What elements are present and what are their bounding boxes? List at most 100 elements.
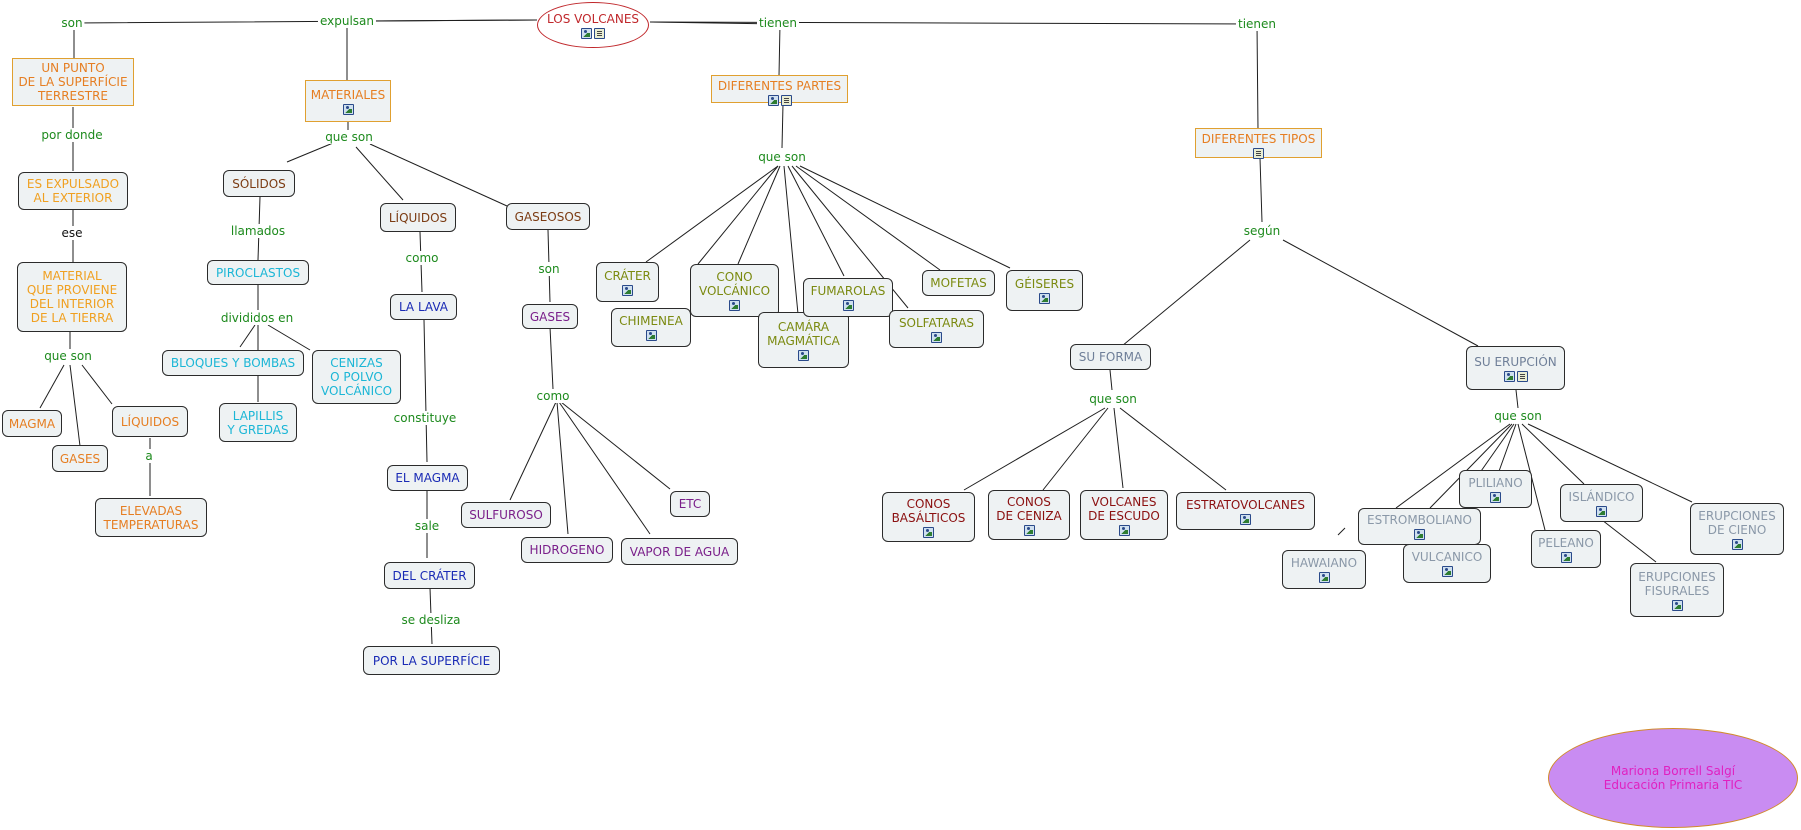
node-label: PLILIANO	[1468, 475, 1523, 490]
node-crater[interactable]: CRÁTER	[596, 262, 659, 302]
node-label: GASES	[59, 451, 101, 466]
node-camara[interactable]: CAMÁRA MAGMÁTICA	[758, 312, 849, 368]
node-label: MATERIAL QUE PROVIENE DEL INTERIOR DE LA…	[26, 269, 118, 325]
node-cono[interactable]: CONO VOLCÁNICO	[690, 264, 779, 317]
node-label: SÓLIDOS	[232, 176, 286, 191]
node-solfataras[interactable]: SOLFATARAS	[889, 310, 984, 348]
image-icon[interactable]	[342, 103, 354, 115]
node-partes[interactable]: DIFERENTES PARTES	[711, 75, 848, 106]
node-escudo[interactable]: VOLCANES DE ESCUDO	[1080, 490, 1168, 540]
node-gaseosos[interactable]: GASEOSOS	[506, 203, 590, 230]
node-tipos[interactable]: DIFERENTES TIPOS	[1195, 128, 1322, 159]
node-gases[interactable]: GASES	[522, 304, 578, 329]
node-expulsado[interactable]: ES EXPULSADO AL EXTERIOR	[18, 172, 128, 210]
node-lapillis[interactable]: LAPILLIS Y GREDAS	[219, 403, 297, 442]
node-magma[interactable]: MAGMA	[2, 410, 62, 437]
node-hawaiano[interactable]: HAWAIANO	[1282, 550, 1366, 589]
node-label: ERUPCIONES DE CIENO	[1698, 508, 1776, 537]
node-gases-l[interactable]: GASES	[52, 445, 108, 472]
node-fumarolas[interactable]: FUMAROLAS	[803, 278, 893, 317]
image-icon[interactable]	[1731, 538, 1743, 550]
link-que-son: que son	[323, 130, 375, 144]
node-lava[interactable]: LA LAVA	[390, 294, 457, 320]
node-label: PIROCLASTOS	[215, 265, 301, 280]
author-name: Mariona Borrell Salgí	[1610, 764, 1736, 778]
node-pliliano[interactable]: PLILIANO	[1459, 470, 1532, 508]
node-chimenea[interactable]: CHIMENEA	[611, 308, 691, 347]
node-material[interactable]: MATERIAL QUE PROVIENE DEL INTERIOR DE LA…	[17, 262, 127, 332]
link-divididos-en: divididos en	[218, 311, 296, 325]
node-estrato[interactable]: ESTRATOVOLCANES	[1176, 492, 1315, 530]
link-expulsan: expulsan	[317, 14, 377, 28]
node-fisurales[interactable]: ERUPCIONES FISURALES	[1630, 563, 1724, 617]
link-por-donde: por donde	[39, 128, 105, 142]
node-vapor[interactable]: VAPOR DE AGUA	[621, 538, 738, 565]
node-delcrater[interactable]: DEL CRÁTER	[384, 562, 475, 589]
node-vulcanico[interactable]: VULCANICO	[1403, 544, 1491, 583]
node-elmagma[interactable]: EL MAGMA	[387, 465, 468, 491]
image-icon[interactable]	[729, 300, 740, 311]
link-que-son: que son	[756, 150, 808, 164]
image-icon[interactable]	[798, 349, 809, 361]
image-icon[interactable]	[842, 300, 854, 311]
image-icon[interactable]	[931, 331, 942, 343]
link-que-son: que son	[1087, 392, 1139, 406]
node-peleano[interactable]: PELEANO	[1531, 530, 1601, 568]
image-icon[interactable]	[923, 526, 934, 538]
image-icon[interactable]	[1240, 513, 1251, 525]
image-icon[interactable]	[1560, 551, 1572, 563]
node-punto[interactable]: UN PUNTO DE LA SUPERFÍCIE TERRESTRE	[12, 58, 134, 106]
node-solidos[interactable]: SÓLIDOS	[223, 170, 295, 197]
image-icon[interactable]	[581, 27, 592, 39]
node-forma[interactable]: SU FORMA	[1070, 344, 1151, 370]
node-label: LÍQUIDOS	[120, 414, 180, 429]
node-elevadas[interactable]: ELEVADAS TEMPERATURAS	[95, 498, 207, 537]
node-label: DIFERENTES PARTES	[717, 79, 842, 93]
image-icon[interactable]	[1671, 599, 1683, 611]
node-hidrogeno[interactable]: HIDROGENO	[521, 537, 613, 563]
image-icon[interactable]	[1503, 370, 1515, 382]
root-node[interactable]: LOS VOLCANES	[537, 2, 649, 48]
node-mofetas[interactable]: MOFETAS	[922, 270, 995, 296]
node-erupcion[interactable]: SU ERUPCIÓN	[1466, 346, 1565, 390]
image-icon[interactable]	[1318, 572, 1330, 583]
link-se-desliza: se desliza	[399, 613, 463, 627]
node-piroclastos[interactable]: PIROCLASTOS	[207, 260, 309, 285]
image-icon[interactable]	[1039, 293, 1050, 304]
node-basalticos[interactable]: CONOS BASÁLTICOS	[882, 492, 975, 542]
node-bloques[interactable]: BLOQUES Y BOMBAS	[162, 350, 304, 376]
image-icon[interactable]	[1023, 524, 1035, 536]
image-icon[interactable]	[1414, 529, 1425, 540]
image-icon[interactable]	[767, 95, 779, 106]
node-geiseres[interactable]: GÉISERES	[1006, 270, 1083, 311]
node-ceniza[interactable]: CONOS DE CENIZA	[988, 490, 1070, 540]
node-label: ESTRATOVOLCANES	[1185, 497, 1306, 512]
node-label: HAWAIANO	[1290, 556, 1358, 570]
node-label: MATERIALES	[310, 87, 386, 102]
link-que-son: que son	[1492, 409, 1544, 423]
node-label: POR LA SUPERFÍCIE	[372, 653, 491, 668]
document-icon[interactable]	[1516, 370, 1528, 382]
node-cenizas[interactable]: CENIZAS O POLVO VOLCÁNICO	[312, 350, 401, 404]
node-islandico[interactable]: ISLÁNDICO	[1560, 484, 1643, 522]
document-icon[interactable]	[780, 95, 792, 106]
node-sulfuroso[interactable]: SULFUROSO	[461, 502, 551, 528]
link-segun: según	[1241, 224, 1283, 238]
document-icon[interactable]	[594, 27, 605, 39]
node-superficie[interactable]: POR LA SUPERFÍCIE	[363, 646, 500, 675]
image-icon[interactable]	[1441, 566, 1453, 577]
document-icon[interactable]	[1253, 148, 1264, 159]
image-icon[interactable]	[622, 284, 633, 296]
image-icon[interactable]	[1596, 505, 1607, 517]
node-estromboliano[interactable]: ESTROMBOLIANO	[1358, 508, 1481, 545]
node-liquidos[interactable]: LÍQUIDOS	[380, 203, 456, 232]
author-course: Educación Primaria TIC	[1603, 778, 1743, 792]
link-sale: sale	[412, 519, 442, 533]
image-icon[interactable]	[645, 330, 657, 341]
node-cieno[interactable]: ERUPCIONES DE CIENO	[1690, 503, 1784, 555]
image-icon[interactable]	[1490, 491, 1501, 503]
node-liquidos-l[interactable]: LÍQUIDOS	[112, 406, 188, 437]
image-icon[interactable]	[1118, 524, 1130, 536]
node-etc[interactable]: ETC	[670, 491, 710, 517]
node-materiales[interactable]: MATERIALES	[305, 80, 391, 122]
